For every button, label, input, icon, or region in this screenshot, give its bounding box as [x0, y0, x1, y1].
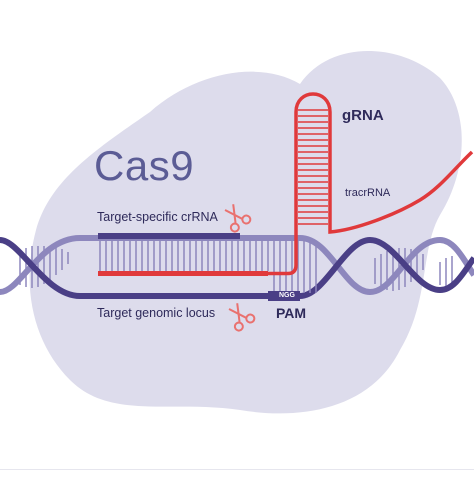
pam-label: PAM	[276, 305, 307, 321]
crrna-label: Target-specific crRNA	[97, 210, 218, 224]
grna-guide-strand	[98, 271, 268, 276]
cas9-title: Cas9	[94, 142, 195, 189]
scissors-icon-crrna	[224, 204, 252, 233]
scissors-icon-locus	[228, 303, 256, 332]
grna-stem-rungs	[298, 109, 328, 225]
dna-front-strand	[0, 236, 474, 299]
dna-rna-rungs	[99, 239, 317, 293]
target-locus-label: Target genomic locus	[97, 306, 216, 320]
tracrrna-label: tracrRNA	[345, 187, 391, 199]
bottom-divider	[0, 469, 474, 470]
dna-back-strand	[0, 235, 474, 296]
crrna-strand	[98, 233, 240, 239]
cas9-protein-blob	[29, 50, 462, 414]
grna-label: gRNA	[342, 107, 384, 124]
pam-box	[268, 291, 300, 301]
pam-sequence-label: NGG	[279, 292, 295, 299]
grna-stem-loop	[268, 92, 474, 276]
